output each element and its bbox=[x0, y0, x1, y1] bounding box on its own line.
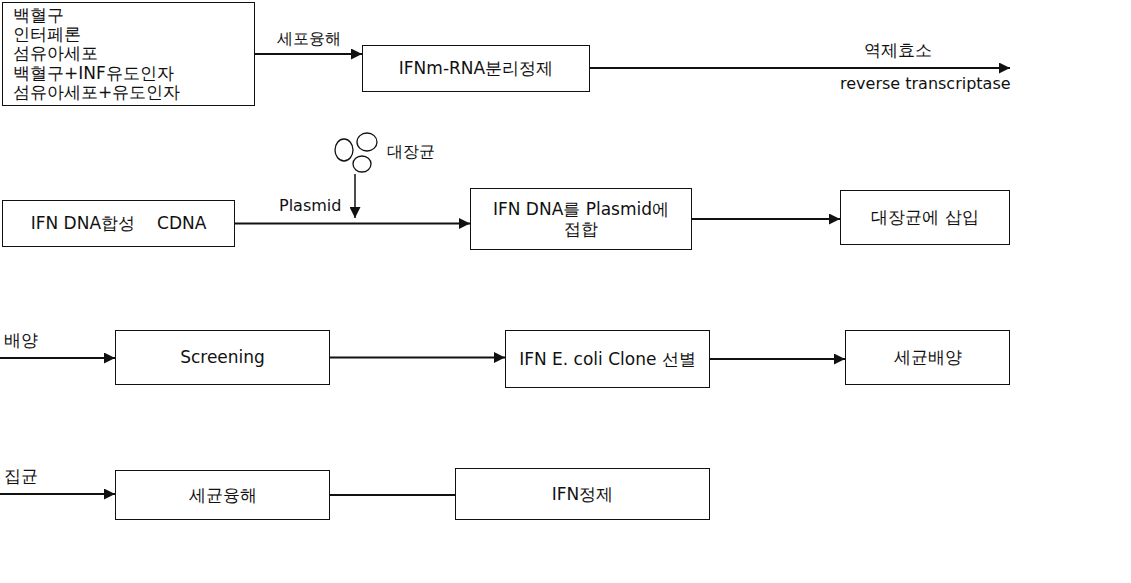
box-text: 세균융해 bbox=[189, 485, 257, 505]
flow-arrow bbox=[0, 493, 115, 495]
ecoli-illustration bbox=[335, 133, 377, 172]
box-text: 대장균에 삽입 bbox=[871, 207, 978, 227]
box-text: IFN정제 bbox=[552, 484, 614, 504]
box-text: 세균배양 bbox=[894, 347, 962, 367]
process-box: 세균융해 bbox=[115, 470, 330, 520]
edge-label: 세포융해 bbox=[275, 29, 343, 48]
flow-arrow bbox=[330, 494, 455, 496]
note-label: 대장균 bbox=[385, 142, 437, 161]
flow-arrow bbox=[0, 357, 115, 359]
box-text: Screening bbox=[180, 347, 265, 367]
box-text: 인터페론 bbox=[13, 25, 81, 44]
box-text: IFN DNA를 Plasmid에 접합 bbox=[483, 199, 679, 240]
process-box: IFN정제 bbox=[455, 468, 710, 520]
flow-arrow bbox=[235, 223, 470, 225]
edge-label: Plasmid bbox=[277, 196, 343, 215]
box-text: CDNA bbox=[157, 213, 206, 233]
box-text: 섬유아세포+유도인자 bbox=[13, 83, 180, 102]
flow-arrow bbox=[590, 67, 1010, 69]
note-label: 역제효소 bbox=[862, 40, 934, 60]
box-text: IFNm-RNA분리정제 bbox=[399, 58, 553, 78]
flow-arrow bbox=[692, 218, 840, 220]
plasmid-arrow bbox=[354, 174, 356, 218]
box-text: IFN DNA합성 bbox=[31, 213, 135, 233]
flow-arrow bbox=[255, 53, 362, 55]
bacterium-cell bbox=[335, 139, 353, 161]
box-text: IFN E. coli Clone 선별 bbox=[519, 349, 696, 369]
process-box: IFN E. coli Clone 선별 bbox=[505, 330, 710, 388]
note-label: 집균 bbox=[2, 466, 40, 486]
bacterium-cell bbox=[357, 133, 377, 151]
box-text: 섬유아세포 bbox=[13, 44, 98, 63]
process-box: 세균배양 bbox=[845, 330, 1010, 385]
box-text: 백혈구+INF유도인자 bbox=[13, 64, 174, 83]
note-label: reverse transcriptase bbox=[838, 74, 1013, 93]
flow-arrow bbox=[710, 358, 845, 360]
process-box: 백혈구인터페론섬유아세포백혈구+INF유도인자섬유아세포+유도인자 bbox=[2, 2, 255, 106]
flow-arrow bbox=[330, 357, 505, 359]
process-box: 대장균에 삽입 bbox=[840, 190, 1010, 245]
note-label: 배양 bbox=[2, 330, 40, 350]
process-box: IFN DNA를 Plasmid에 접합 bbox=[470, 188, 692, 250]
box-text: 백혈구 bbox=[13, 6, 64, 25]
process-box: IFNm-RNA분리정제 bbox=[362, 45, 590, 92]
bacterium-cell bbox=[353, 156, 371, 172]
process-box: Screening bbox=[115, 330, 330, 385]
process-box: IFN DNA합성 CDNA bbox=[2, 200, 235, 247]
